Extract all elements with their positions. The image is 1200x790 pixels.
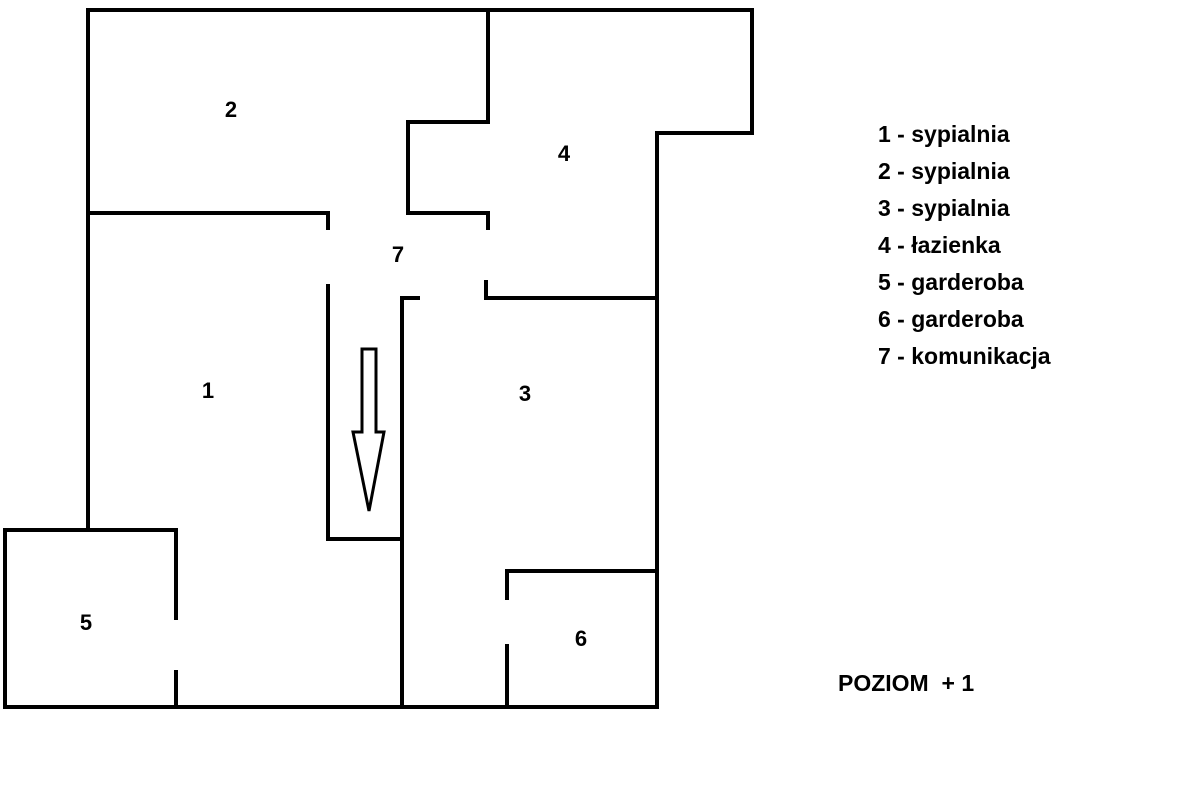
legend-item: 7 - komunikacja [878, 343, 1051, 369]
wall [484, 280, 659, 300]
legend-item: 6 - garderoba [878, 306, 1024, 332]
legend-item: 4 - łazienka [878, 232, 1001, 258]
wall [3, 8, 754, 709]
legend-item: 3 - sypialnia [878, 195, 1010, 221]
room-number-5: 5 [80, 610, 92, 635]
legend-item: 2 - sypialnia [878, 158, 1010, 184]
wall [86, 211, 330, 230]
wall [326, 284, 404, 541]
wall [3, 528, 178, 620]
room-number-7: 7 [392, 242, 404, 267]
wall [505, 569, 659, 600]
room-number-6: 6 [575, 626, 587, 651]
legend: 1 - sypialnia 2 - sypialnia 3 - sypialni… [878, 120, 1051, 379]
stairs-down-arrow-icon [351, 347, 386, 512]
level-label: POZIOM + 1 [838, 670, 975, 696]
wall [406, 8, 490, 230]
room-number-1: 1 [202, 378, 214, 403]
walls [3, 8, 754, 709]
legend-item: 5 - garderoba [878, 269, 1024, 295]
room-number-2: 2 [225, 97, 237, 122]
room-number-4: 4 [558, 141, 571, 166]
legend-item: 1 - sypialnia [878, 121, 1010, 147]
room-number-3: 3 [519, 381, 531, 406]
